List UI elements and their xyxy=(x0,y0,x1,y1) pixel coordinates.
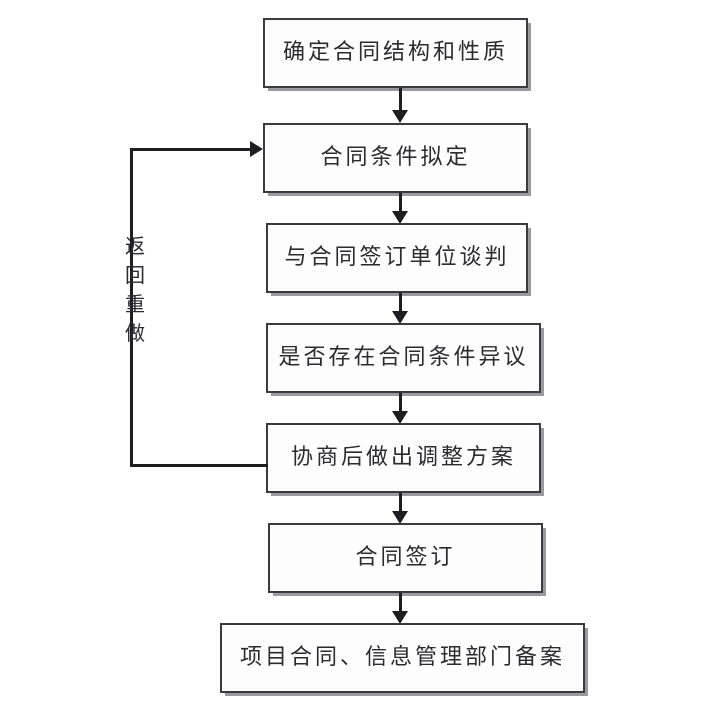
feedback-loop-left-segment xyxy=(130,148,133,467)
flow-node-file-with-departments[interactable]: 项目合同、信息管理部门备案 xyxy=(220,623,585,693)
edge-n5-n6-arrowhead-icon xyxy=(392,511,408,524)
flow-node-label: 确定合同结构和性质 xyxy=(282,39,508,65)
edge-n2-n3-arrowhead-icon xyxy=(392,211,408,224)
feedback-loop-label-char-4: 做 xyxy=(125,321,145,345)
feedback-loop-label-char-2: 回 xyxy=(125,263,145,287)
flow-node-adjustment-plan-after-negotiation[interactable]: 协商后做出调整方案 xyxy=(266,423,541,493)
edge-n1-n2-line xyxy=(399,88,402,111)
flow-node-sign-contract[interactable]: 合同签订 xyxy=(268,523,543,593)
flow-node-negotiate-with-signing-party[interactable]: 与合同签订单位谈判 xyxy=(266,223,528,293)
feedback-loop-label-char-1: 返 xyxy=(125,234,145,258)
flow-node-label: 是否存在合同条件异议 xyxy=(278,344,529,370)
edge-n6-n7-arrowhead-icon xyxy=(392,611,408,624)
flow-node-label: 合同条件拟定 xyxy=(320,144,471,170)
flow-node-check-terms-objection[interactable]: 是否存在合同条件异议 xyxy=(266,323,541,393)
edge-n5-n6-line xyxy=(399,493,402,516)
feedback-loop-bottom-segment xyxy=(130,464,268,467)
edge-n1-n2-arrowhead-icon xyxy=(392,110,408,123)
flow-node-label: 合同签订 xyxy=(355,544,456,570)
edge-n3-n4-line xyxy=(399,293,402,316)
edge-n4-n5-arrowhead-icon xyxy=(392,411,408,424)
feedback-loop-label: 返 回 重 做 xyxy=(122,232,148,348)
edge-n2-n3-line xyxy=(399,193,402,216)
flow-node-label: 项目合同、信息管理部门备案 xyxy=(239,644,565,670)
feedback-loop-top-segment xyxy=(130,148,253,151)
edge-n3-n4-arrowhead-icon xyxy=(392,311,408,324)
edge-n6-n7-line xyxy=(399,593,402,616)
feedback-loop-label-char-3: 重 xyxy=(125,292,145,316)
edge-n4-n5-line xyxy=(399,393,402,416)
flow-node-draft-contract-terms[interactable]: 合同条件拟定 xyxy=(263,123,528,193)
feedback-loop-arrowhead-icon xyxy=(250,141,263,157)
flow-node-determine-contract-structure[interactable]: 确定合同结构和性质 xyxy=(263,18,528,88)
flow-node-label: 协商后做出调整方案 xyxy=(290,444,516,470)
flow-node-label: 与合同签订单位谈判 xyxy=(284,244,510,270)
